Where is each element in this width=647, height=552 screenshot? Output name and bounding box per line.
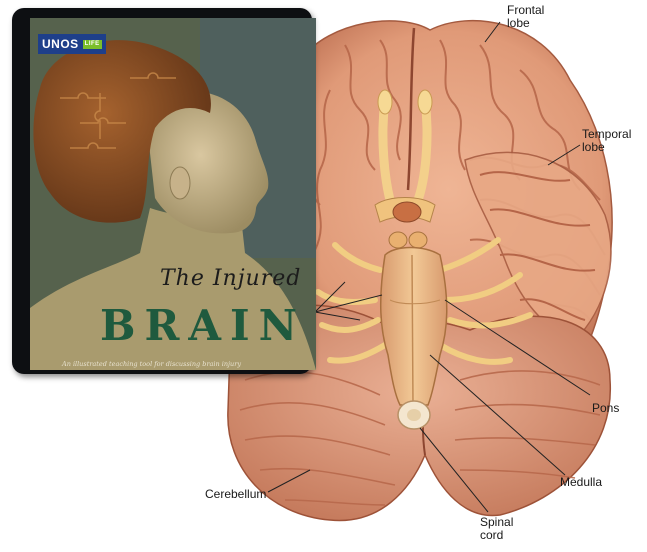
label-medulla: Medulla <box>560 476 602 489</box>
book-title-script: The Injured <box>160 266 301 291</box>
label-spinal-cord: Spinal cord <box>480 516 513 542</box>
label-pons: Pons <box>592 402 619 415</box>
binder: UNOS LIFE The Injured BRAIN An illustrat… <box>12 8 312 374</box>
label-frontal-line2: lobe <box>507 17 544 30</box>
book-cover: UNOS LIFE The Injured BRAIN An illustrat… <box>30 18 316 370</box>
label-frontal-lobe: Frontal lobe <box>507 4 544 30</box>
logo-text: UNOS <box>42 37 79 51</box>
book-subtitle: An illustrated teaching tool for discuss… <box>62 360 241 368</box>
book-title-main: BRAIN <box>100 301 306 350</box>
label-temporal-line2: lobe <box>582 141 631 154</box>
label-temporal-lobe: Temporal lobe <box>582 128 631 154</box>
label-spinal-line2: cord <box>480 529 513 542</box>
label-cerebellum: Cerebellum <box>205 488 266 501</box>
unos-logo: UNOS LIFE <box>38 34 106 54</box>
logo-badge: LIFE <box>83 40 102 49</box>
pituitary <box>393 202 421 222</box>
